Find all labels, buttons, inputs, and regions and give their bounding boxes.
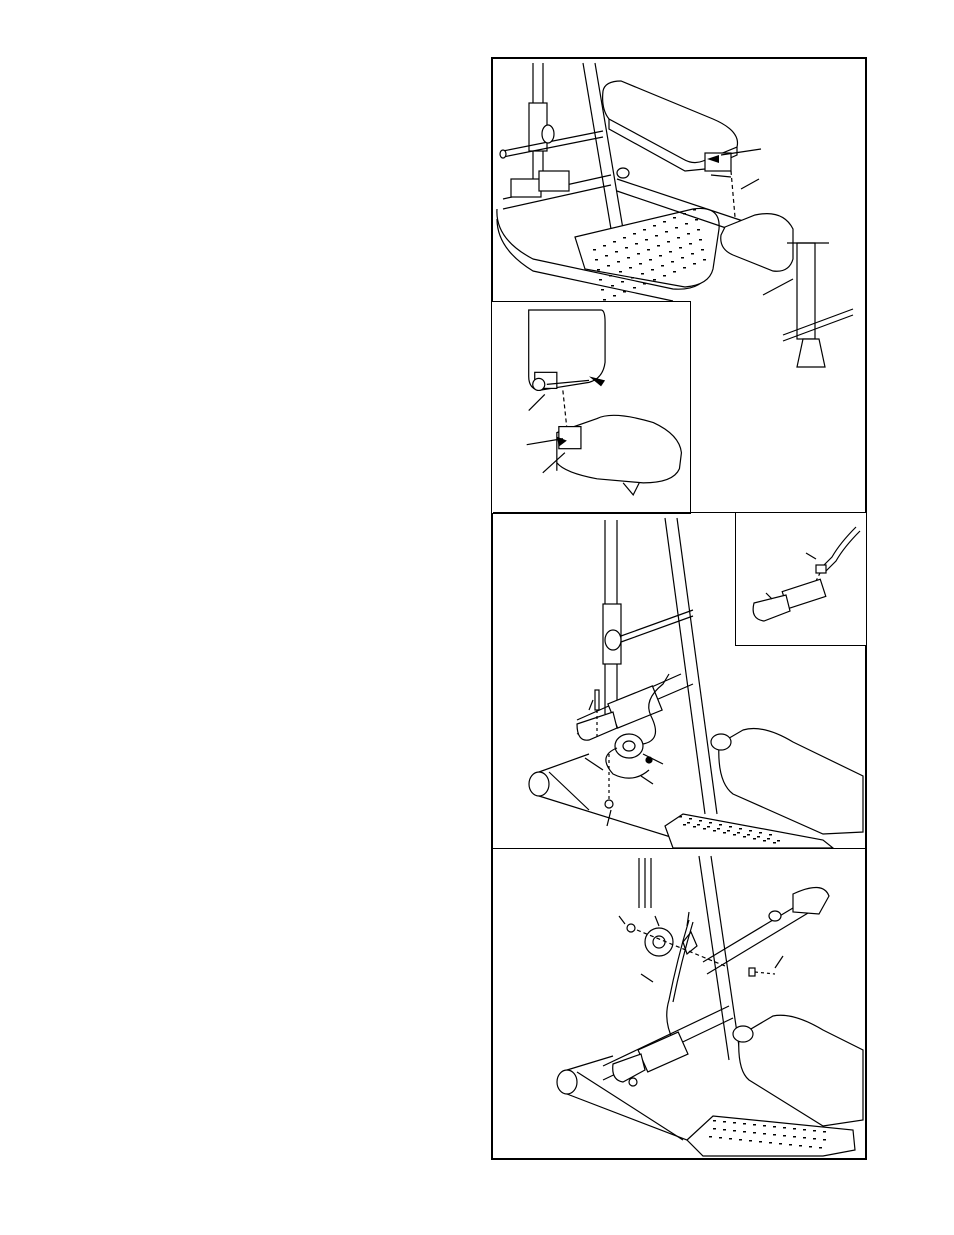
figure-panel-2 bbox=[493, 514, 865, 848]
lower-pulley-illustration bbox=[493, 850, 865, 1158]
figure-panel-3 bbox=[493, 850, 865, 1158]
detail-inset-seat-bracket bbox=[491, 301, 691, 514]
panel-divider-2 bbox=[493, 848, 865, 849]
figure-frame bbox=[491, 57, 867, 1160]
figure-panel-1 bbox=[493, 59, 865, 512]
detail-inset-cable-end bbox=[735, 512, 867, 646]
